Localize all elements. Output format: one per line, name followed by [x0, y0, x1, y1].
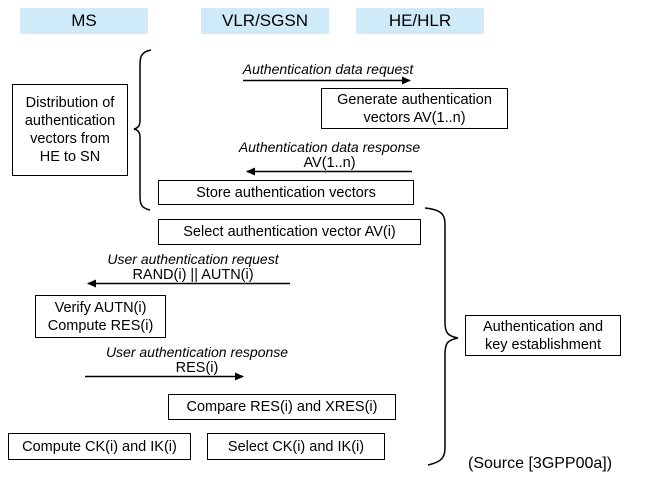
message-label-auth-data-response: Authentication data response	[238, 139, 421, 155]
process-box-store-av: Store authentication vectors	[158, 180, 414, 205]
process-box-compare-res: Compare RES(i) and XRES(i)	[168, 394, 396, 420]
message-payload-auth-data-response: AV(1..n)	[303, 155, 356, 171]
brace-distribution-phase	[133, 49, 152, 211]
message-label-user-auth-request: User authentication request	[107, 251, 279, 267]
message-payload-user-auth-request: RAND(i) || AUTN(i)	[132, 267, 254, 283]
process-box-verify-autn: Verify AUTN(i) Compute RES(i)	[35, 295, 166, 338]
message-payload-user-auth-response: RES(i)	[175, 360, 219, 376]
phase-box-distribution: Distribution of authentication vectors f…	[12, 84, 128, 176]
brace-authentication-phase	[424, 207, 459, 466]
process-box-compute-keys: Compute CK(i) and IK(i)	[8, 433, 191, 460]
lane-header-vlr-sgsn: VLR/SGSN	[201, 8, 329, 34]
lane-header-he-hlr: HE/HLR	[356, 8, 484, 34]
source-note: (Source [3GPP00a])	[468, 455, 613, 472]
message-label-auth-data-request: Authentication data request	[242, 61, 414, 77]
process-box-select-av: Select authentication vector AV(i)	[158, 219, 421, 245]
message-label-user-auth-response: User authentication response	[105, 344, 289, 360]
process-box-select-keys: Select CK(i) and IK(i)	[207, 433, 385, 460]
process-box-generate-av: Generate authentication vectors AV(1..n)	[321, 88, 508, 129]
phase-box-authentication: Authentication and key establishment	[465, 315, 621, 356]
lane-header-ms: MS	[20, 8, 148, 34]
